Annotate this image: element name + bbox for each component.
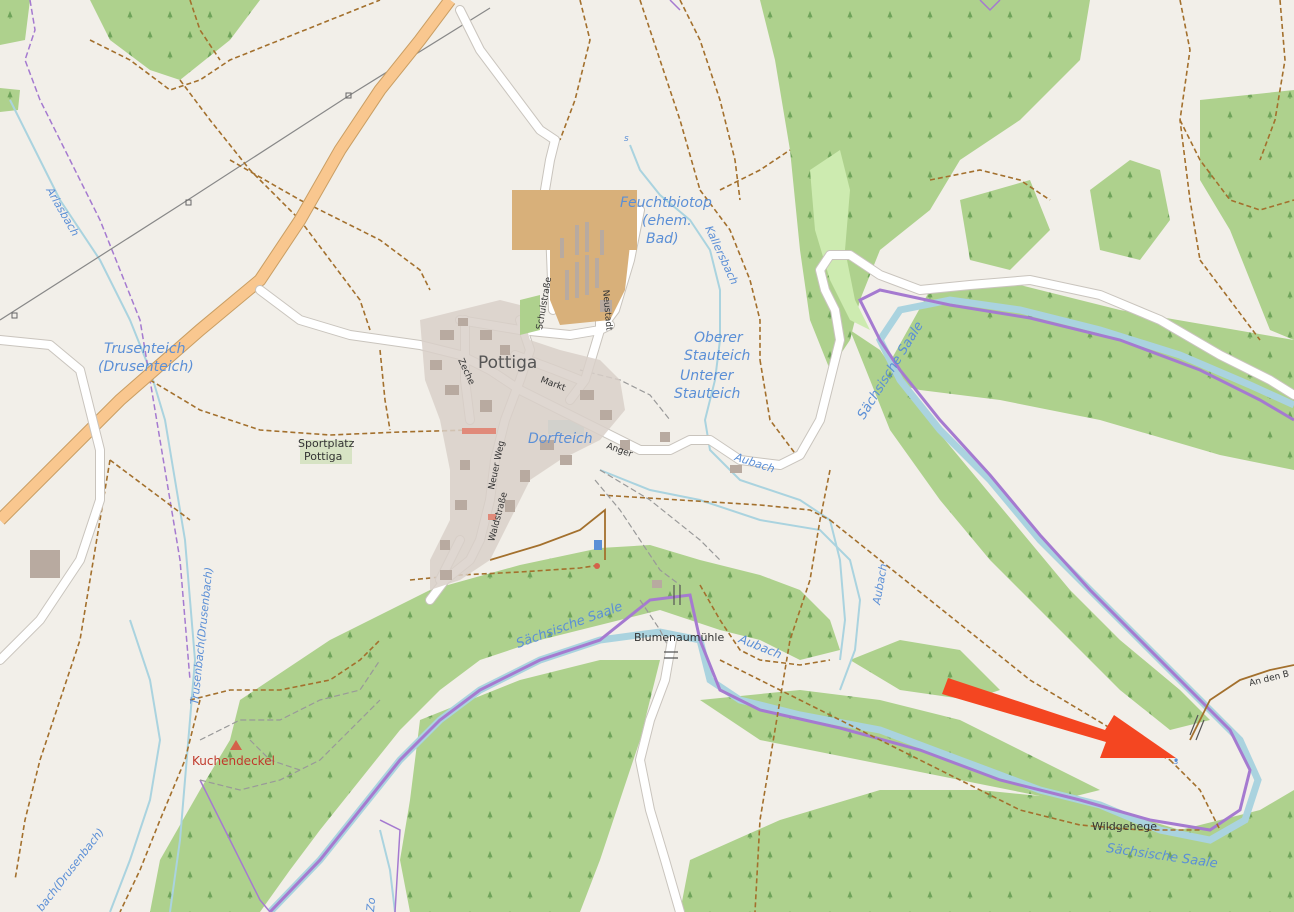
forest-right-patch-2 (1090, 160, 1170, 260)
forest-bottom-middle (400, 660, 660, 912)
meadow-strip (810, 150, 870, 330)
kallersbach-stream (629, 144, 847, 661)
forest-right-patch-3 (960, 180, 1050, 270)
trusenbach-stream (109, 619, 162, 912)
boundaries (24, 0, 1294, 912)
bridges (664, 585, 1205, 741)
label-bach-drusenbach: bach(Drusenbach) (34, 826, 107, 912)
minor-roads (0, 5, 1294, 912)
label-unterer-1: Unterer (680, 368, 735, 384)
label-unterer-2: Stauteich (674, 386, 740, 402)
label-spring-1: s (624, 134, 629, 144)
label-kallersbach: Kallersbach (702, 224, 741, 287)
forest-saale-bank-right (880, 280, 1294, 470)
farmyard (512, 190, 637, 250)
label-blumenaumuehle: Blumenaumühle (634, 631, 724, 644)
school-patch (520, 295, 540, 335)
aubach-stream (599, 469, 862, 691)
main-road-orange (0, 0, 456, 525)
forest-middle-band (150, 545, 840, 912)
viewpoint-icon (594, 540, 602, 550)
spring-dot (1174, 758, 1178, 762)
label-feucht-1: Feuchtbiotop (620, 195, 712, 211)
label-village: Pottiga (478, 353, 537, 373)
cemetery-marker (462, 428, 496, 434)
arlasbach-stream (9, 99, 197, 912)
forest-top-left (90, 0, 260, 80)
label-aubach-2: Aubach (870, 563, 890, 607)
poi-dot (594, 563, 600, 569)
label-feucht-2: (ehem. (642, 213, 692, 229)
saale-boundary (268, 288, 1294, 912)
label-feucht-3: Bad) (646, 231, 679, 247)
annotation-arrow (942, 678, 1176, 758)
district-boundary-bottom (199, 779, 401, 912)
built-area (420, 300, 625, 590)
red-marker (488, 514, 496, 520)
label-an-den: An den B (1248, 669, 1290, 689)
label-kuchendeckel: Kuchendeckel (192, 754, 275, 768)
label-sportplatz-1: Sportplatz (298, 437, 355, 450)
forest-saale-gorge (850, 330, 1210, 730)
tracks (14, 0, 1294, 912)
label-zo: Zo (364, 897, 378, 912)
label-spring-2: s (1174, 757, 1178, 766)
label-drusenteich: (Drusenteich) (98, 359, 194, 375)
district-boundary-top (669, 0, 1001, 12)
bottom-stream (379, 829, 396, 912)
solid-tracks (489, 508, 1294, 741)
label-arlasbach: Arlasbach (43, 184, 82, 238)
label-trusenteich: Trusenteich (104, 341, 185, 357)
sportplatz-field (300, 440, 352, 464)
district-boundary-left (24, 0, 191, 681)
forest-bottom-right (680, 790, 1294, 912)
forest-left-edge (0, 0, 30, 45)
label-wildgehege: Wildgehege (1092, 820, 1157, 833)
label-dorfteich: Dorfteich (528, 431, 593, 447)
forest-right-patch-1 (1200, 90, 1294, 340)
power-line (0, 7, 491, 321)
label-sportplatz-2: Pottiga (304, 450, 342, 463)
peak-icon (230, 740, 242, 750)
label-oberer-2: Stauteich (684, 348, 750, 364)
label-oberer-1: Oberer (694, 330, 744, 346)
label-neustadt: Neustadt (600, 289, 614, 331)
